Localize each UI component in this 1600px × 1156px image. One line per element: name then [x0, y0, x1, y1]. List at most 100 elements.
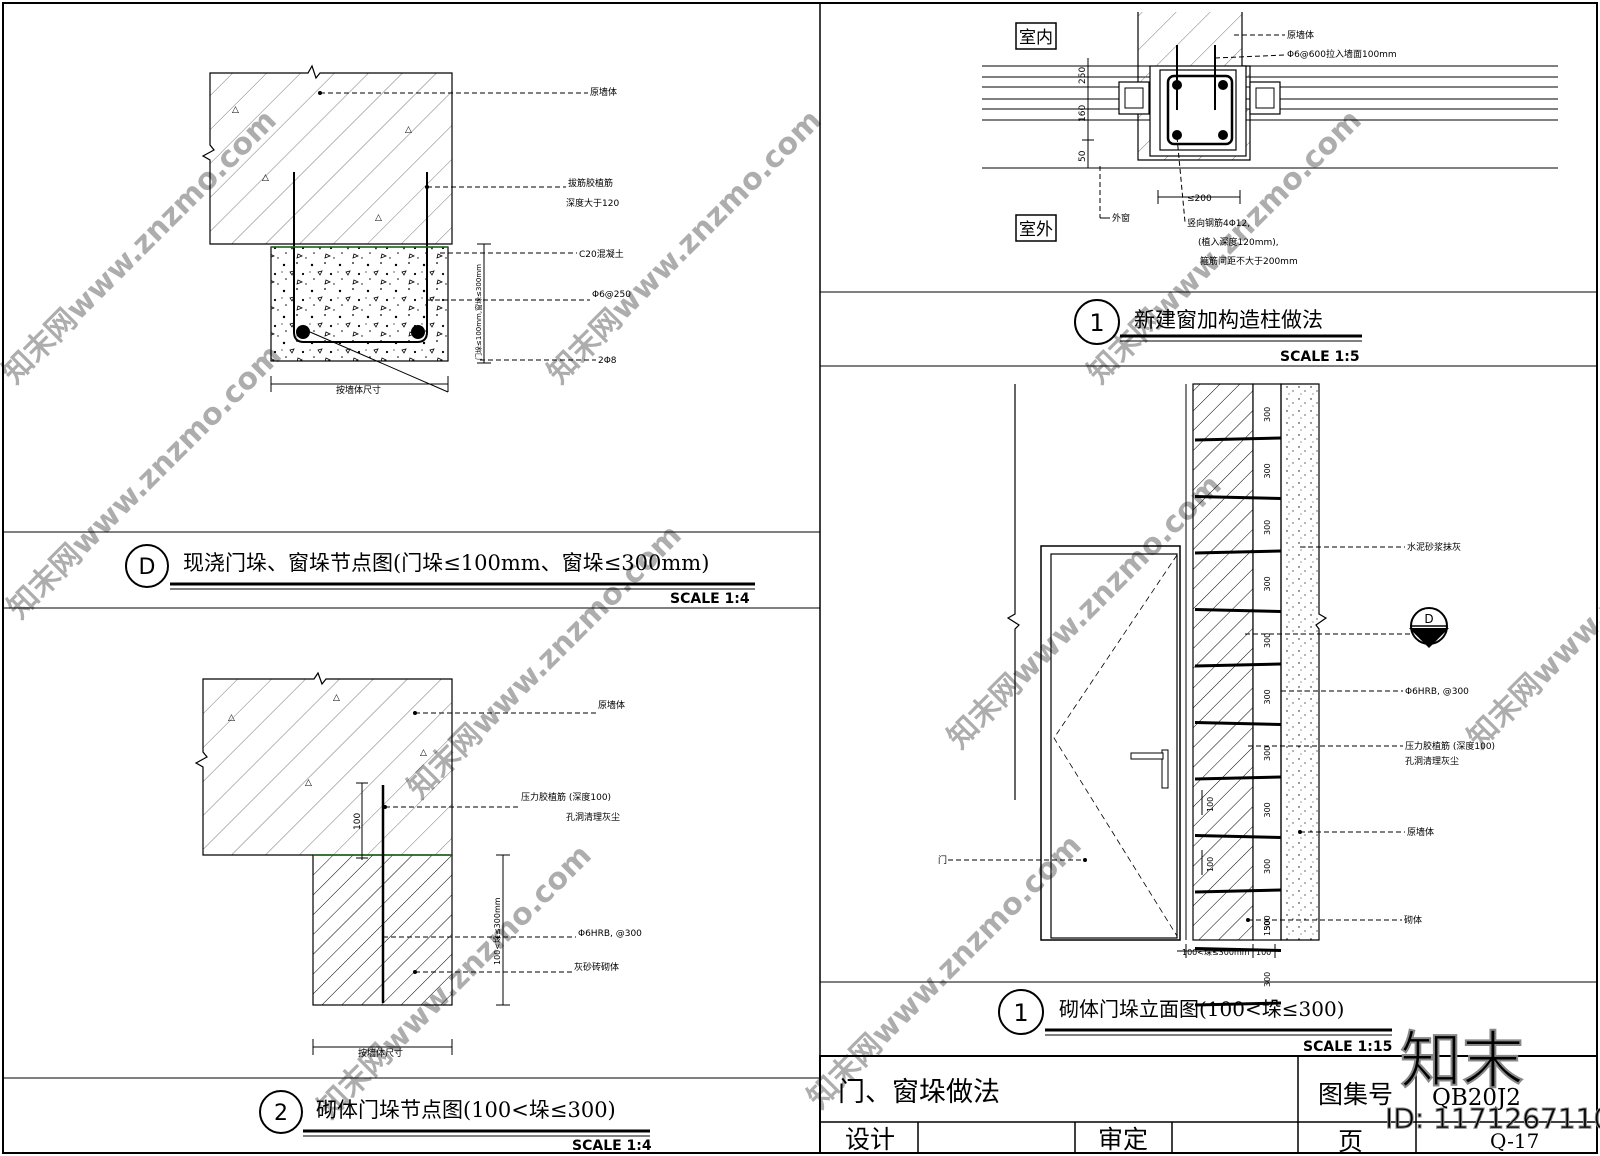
page-label: 页	[1338, 1127, 1363, 1156]
label-outer-window: 外窗	[1112, 212, 1130, 224]
watermark-text: 知末网www.znzmo.com	[541, 103, 829, 391]
label-rebar: 压力胶植筋 (深度100)	[521, 791, 611, 803]
panel-d-title: D 现浇门垛、窗垛节点图(门垛≤100mm、窗垛≤300mm) SCALE 1:…	[125, 544, 755, 607]
rebar-row	[1194, 888, 1282, 894]
watermark-text: 知末网www.znzmo.com	[941, 468, 1229, 756]
dim-width: 按墙体尺寸	[358, 1047, 403, 1059]
dim-50: 50	[1078, 150, 1088, 162]
rebar-row	[1194, 721, 1282, 726]
spacing-label: 300	[1263, 746, 1272, 761]
logo-text: 知末	[1400, 1024, 1524, 1097]
badge-number: 1	[1089, 309, 1104, 337]
label-masonry: 砌体	[1404, 914, 1422, 926]
label-anchor: Φ6@600拉入墙面100mm	[1287, 48, 1397, 60]
rebar-row	[1194, 608, 1282, 613]
rebar-row	[1194, 834, 1282, 839]
dim-side-1: 100	[1206, 797, 1215, 812]
label-concrete: C20混凝土	[579, 248, 624, 260]
review-label: 审定	[1098, 1125, 1148, 1154]
dim-250: 250	[1078, 67, 1088, 84]
rebar-row	[1194, 947, 1282, 952]
svg-text:△: △	[228, 713, 235, 723]
svg-text:△: △	[375, 213, 382, 223]
badge-number: 1	[1013, 999, 1028, 1027]
panel-scale: SCALE 1:5	[1280, 349, 1360, 365]
dim-bottom: 100<垛≤300mm	[1182, 947, 1250, 957]
dim-vertical: 100<垛≤300mm	[492, 897, 502, 965]
spacing-label-last: 150	[1263, 921, 1272, 936]
page-value: Q-17	[1490, 1129, 1539, 1153]
watermark-text: 知末网www.znzmo.com	[0, 103, 284, 391]
indoor-label: 室内	[1019, 28, 1053, 48]
detail-ref-letter: D	[1424, 612, 1433, 626]
dim-width: 按墙体尺寸	[336, 384, 381, 396]
dim-bottom-end: 100	[1256, 948, 1271, 957]
svg-text:△: △	[262, 173, 269, 183]
rebar-row	[1194, 775, 1282, 781]
badge-letter: D	[139, 555, 156, 580]
spacing-label: 300	[1263, 407, 1272, 422]
spacing-label: 300	[1263, 576, 1272, 591]
watermarks: 知末网www.znzmo.com 知末网www.znzmo.com 知末网www…	[0, 103, 1600, 1126]
design-label: 设计	[845, 1125, 895, 1154]
title-block: 门、窗垛做法 图集号 QB20J2 设计 审定 页 Q-17	[819, 1055, 1598, 1156]
label-rebar-depth: 深度大于120	[566, 197, 619, 209]
atlas-label: 图集号	[1318, 1080, 1393, 1109]
window-labels: 原墙体 Φ6@600拉入墙面100mm 外窗 竖向钢筋4Φ12, (植入深度12…	[1078, 29, 1397, 267]
title-block-title: 门、窗垛做法	[838, 1077, 1000, 1108]
rebar-rows	[1194, 436, 1282, 1007]
panel-title: 现浇门垛、窗垛节点图(门垛≤100mm、窗垛≤300mm)	[183, 551, 709, 575]
spacing-label: 300	[1263, 633, 1272, 648]
label-rebar: 拔筋胶植筋	[568, 177, 613, 189]
svg-text:△: △	[420, 748, 427, 758]
dim-160: 160	[1078, 105, 1088, 122]
label-main-bar: 2Φ8	[598, 356, 617, 366]
badge-circle	[998, 989, 1044, 1035]
spacing-label: 300	[1263, 972, 1272, 987]
panel-scale: SCALE 1:4	[670, 591, 750, 607]
watermark-text: 知末网www.znzmo.com	[1461, 468, 1600, 756]
label-wall: 原墙体	[1287, 29, 1314, 41]
spacing-label: 300	[1263, 859, 1272, 874]
window-drawing: 室内 室外	[982, 12, 1558, 242]
rebar-row	[1194, 436, 1282, 442]
rebar-row	[1194, 549, 1282, 555]
label-rebar-clean: 孔洞清理灰尘	[1405, 755, 1459, 767]
label-rebar: 压力胶植筋 (深度100)	[1405, 740, 1495, 752]
badge-circle	[1074, 299, 1120, 345]
badge-number: 2	[274, 1101, 288, 1126]
spacing-label: 300	[1263, 463, 1272, 478]
dim-side-2: 100	[1206, 857, 1215, 872]
label-door: 门	[938, 854, 947, 866]
dim-200: ≤200	[1187, 194, 1212, 204]
svg-text:△: △	[305, 778, 312, 788]
atlas-value: QB20J2	[1432, 1085, 1521, 1111]
elevation-labels: 水泥砂浆抹灰 D Φ6HRB, @300 压力胶植筋 (深度100) 孔洞清理灰…	[938, 541, 1495, 957]
panel-2-labels: 原墙体 压力胶植筋 (深度100) 孔洞清理灰尘 Φ6HRB, @300 灰砂砖…	[353, 699, 642, 1059]
panel-scale: SCALE 1:15	[1303, 1039, 1392, 1055]
panel-title: 新建窗加构造柱做法	[1134, 308, 1323, 332]
rebar-row	[1194, 1001, 1282, 1007]
label-rebar-1: 竖向钢筋4Φ12,	[1187, 217, 1250, 229]
rebar-row	[1194, 495, 1282, 500]
panel-d-labels: 原墙体 拔筋胶植筋 深度大于120 C20混凝土 Φ6@250 2Φ8 门垛≤1…	[336, 86, 631, 396]
label-stirrup: Φ6@250	[592, 290, 631, 300]
dim-100: 100	[353, 813, 363, 830]
label-bar: Φ6HRB, @300	[578, 929, 642, 939]
id-text: ID: 1171267110	[1385, 1102, 1600, 1135]
panel-title: 砌体门垛立面图(100<垛≤300)	[1059, 997, 1344, 1021]
panel-title: 砌体门垛节点图(100<垛≤300)	[316, 1098, 616, 1122]
panel-scale: SCALE 1:4	[572, 1138, 652, 1154]
badge-circle	[259, 1090, 303, 1134]
panel-2-title: 2 砌体门垛节点图(100<垛≤300) SCALE 1:4	[259, 1090, 652, 1154]
svg-text:△: △	[333, 693, 340, 703]
label-rebar-3: 箍筋间距不大于200mm	[1200, 255, 1298, 267]
label-rebar-2: (植入深度120mm),	[1198, 236, 1279, 248]
label-wall: 原墙体	[590, 86, 617, 98]
label-rebar-clean: 孔洞清理灰尘	[566, 811, 620, 823]
label-wall: 原墙体	[1407, 826, 1434, 838]
